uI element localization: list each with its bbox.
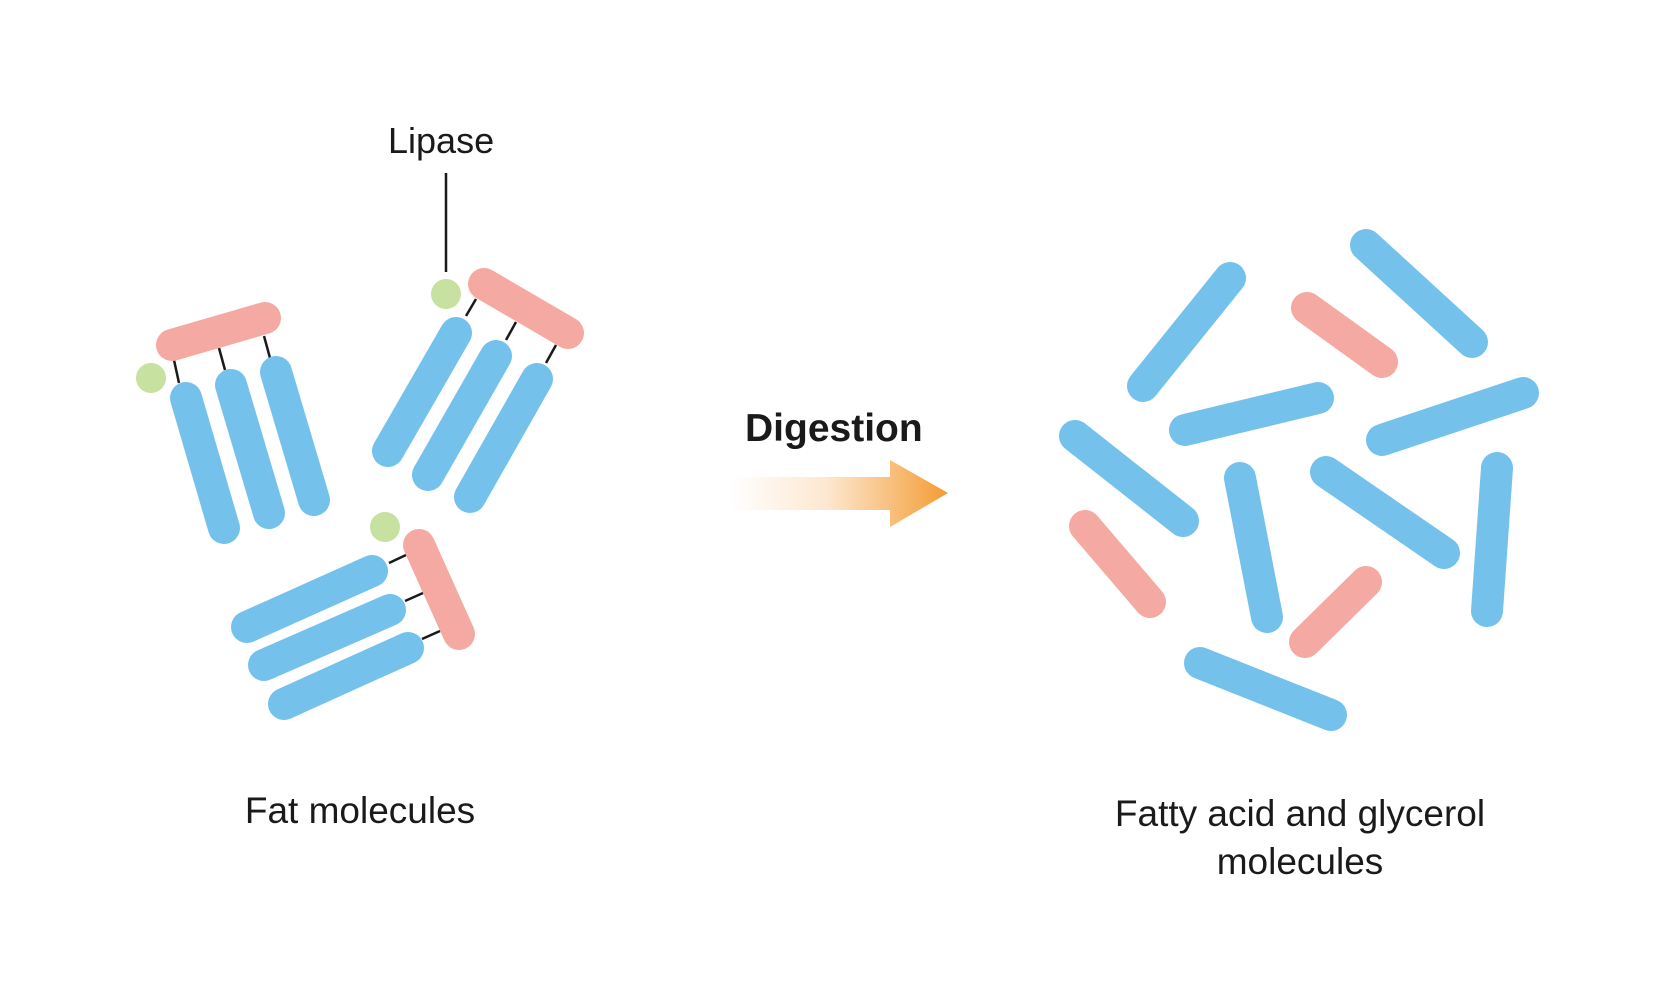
- fat-molecules-group: [136, 173, 584, 720]
- fat-molecule-3: [231, 512, 475, 720]
- fatty-acid-molecule: [1471, 452, 1513, 627]
- fat-molecule-1: [136, 302, 330, 544]
- lipase-dot-icon: [431, 279, 461, 309]
- fatty-acid-molecule: [1127, 262, 1246, 402]
- glycerol-backbone: [156, 302, 281, 361]
- fatty-acid-chain: [268, 632, 424, 720]
- glycerol-molecule: [1291, 292, 1398, 378]
- fat-molecules-label: Fat molecules: [244, 790, 476, 831]
- fat-molecule-2: [372, 268, 584, 513]
- digestion-arrow-icon: [730, 460, 948, 527]
- lipase-dot-icon: [370, 512, 400, 542]
- glycerol-molecule: [1069, 510, 1166, 618]
- fatty-acid-molecule: [1169, 382, 1334, 446]
- fatty-acid-molecule: [1366, 377, 1539, 456]
- glycerol-backbone: [403, 529, 475, 650]
- fatty-acid-molecule: [1184, 647, 1347, 731]
- products-label: Fatty acid and glycerol molecules: [1114, 793, 1486, 882]
- glycerol-molecule: [1289, 566, 1382, 658]
- fatty-acid-chain: [215, 369, 285, 529]
- fatty-acid-chain: [248, 594, 406, 681]
- fatty-acid-chain: [231, 555, 388, 643]
- digestion-label: Digestion: [745, 407, 923, 450]
- fatty-acid-molecule: [1350, 229, 1488, 358]
- ester-bonds: [172, 335, 272, 384]
- fatty-acid-chain: [260, 356, 330, 516]
- fatty-acid-chain: [412, 340, 512, 491]
- fatty-acid-molecule: [1224, 462, 1283, 633]
- fatty-acid-molecule: [1310, 456, 1460, 569]
- products-group: [1059, 229, 1539, 731]
- fatty-acid-chain: [454, 363, 553, 513]
- ester-bonds: [388, 553, 441, 641]
- lipase-label: Lipase: [388, 120, 495, 161]
- lipase-dot-icon: [136, 363, 166, 393]
- ester-bonds: [464, 298, 558, 364]
- fatty-acid-molecule: [1059, 420, 1199, 537]
- fatty-acid-chain: [372, 317, 472, 467]
- fatty-acid-chain: [170, 382, 240, 544]
- glycerol-backbone: [468, 268, 584, 349]
